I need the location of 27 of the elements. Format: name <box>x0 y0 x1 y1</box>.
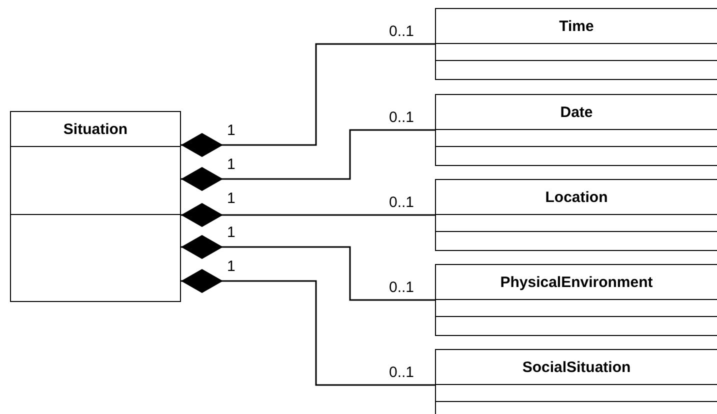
class-box <box>435 94 717 166</box>
multiplicity-label: 0..1 <box>389 24 414 40</box>
multiplicity-label: 0..1 <box>389 280 414 296</box>
class-name: PhysicalEnvironment <box>500 274 653 290</box>
multiplicity-label: 1 <box>227 259 236 275</box>
class-box <box>435 264 717 336</box>
composition-line <box>181 43 435 157</box>
class-name: SocialSituation <box>522 358 631 376</box>
class-name: Location <box>545 188 608 206</box>
class-box <box>435 8 717 80</box>
multiplicity-label: 1 <box>227 157 236 173</box>
class-box <box>10 111 181 302</box>
class-name: Date <box>560 104 593 120</box>
composition-line <box>181 203 435 227</box>
multiplicity-label: 1 <box>227 123 236 139</box>
multiplicity-label: 0..1 <box>389 195 414 211</box>
composition-line <box>181 235 435 301</box>
multiplicity-label: 1 <box>227 191 236 207</box>
class-box <box>435 179 717 251</box>
class-name: Time <box>559 18 594 34</box>
multiplicity-label: 0..1 <box>389 365 414 381</box>
multiplicity-label: 1 <box>227 225 236 241</box>
multiplicity-label: 0..1 <box>389 110 414 126</box>
class-name: Situation <box>63 120 128 138</box>
composition-line <box>181 269 435 386</box>
class-box <box>435 349 717 414</box>
composition-line <box>181 129 435 191</box>
